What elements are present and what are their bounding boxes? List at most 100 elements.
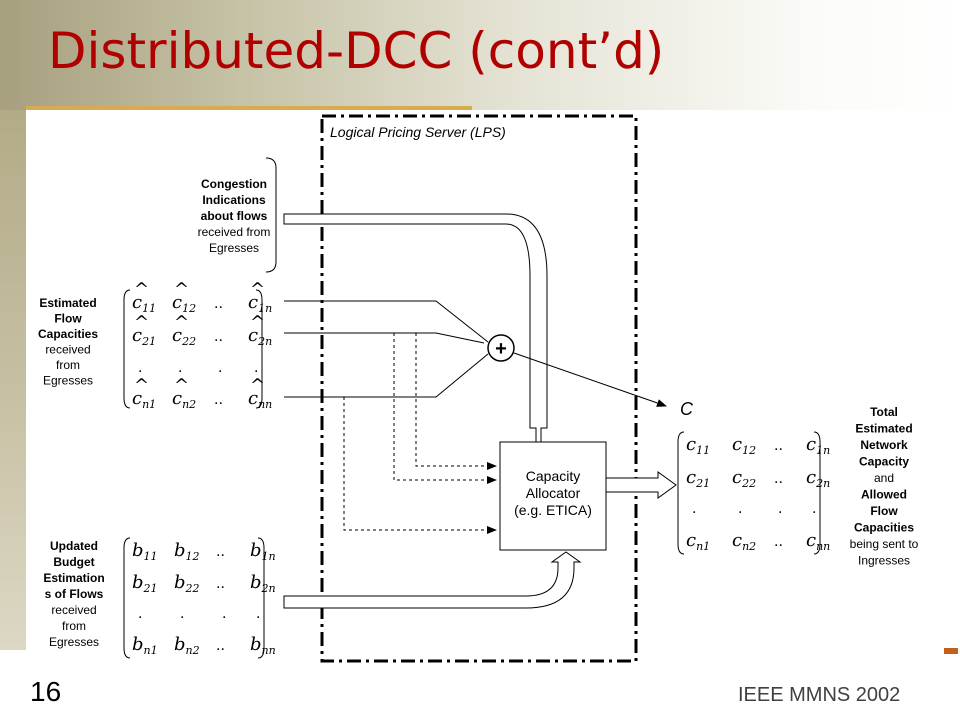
output-symbol: C bbox=[680, 399, 694, 419]
matrix-entry: c11 bbox=[132, 292, 156, 315]
matrix-right-bracket bbox=[257, 537, 265, 659]
matrix-entry: c22 bbox=[732, 467, 756, 490]
hat-accent: ^ bbox=[250, 279, 265, 300]
allocator-text-line: (e.g. ETICA) bbox=[514, 502, 592, 518]
capacity-label-line: from bbox=[56, 358, 80, 372]
capacity-label-line: Estimated bbox=[39, 296, 96, 310]
allocator-text-line: Allocator bbox=[526, 485, 581, 501]
matrix-entry: c12 bbox=[172, 292, 196, 315]
capacity-label-line: Egresses bbox=[43, 374, 93, 388]
dashed-arrow-2 bbox=[393, 333, 497, 484]
matrix-dot: . bbox=[180, 606, 184, 622]
budget-label-line: Egresses bbox=[49, 635, 99, 649]
output-label-line: Total bbox=[870, 405, 898, 419]
matrix-entry: c11 bbox=[686, 434, 710, 457]
matrix-dot: . bbox=[218, 360, 222, 376]
matrix-entry: cn1 bbox=[132, 388, 156, 411]
budget-label-line: Estimation bbox=[43, 571, 104, 585]
matrix-ellipsis: .. bbox=[214, 392, 223, 408]
matrix-ellipsis: .. bbox=[214, 296, 223, 312]
footer-conference: IEEE MMNS 2002 bbox=[738, 684, 901, 706]
budget-label-line: from bbox=[62, 619, 86, 633]
matrix-entry: bnn bbox=[250, 634, 276, 657]
hat-accent: ^ bbox=[250, 375, 265, 396]
row3-line bbox=[284, 353, 489, 398]
matrix-dot: . bbox=[738, 501, 742, 517]
corner-accent-mark bbox=[944, 648, 958, 654]
matrix-ellipsis: .. bbox=[216, 544, 225, 560]
slide-number: 16 bbox=[30, 676, 62, 707]
matrix-right-bracket bbox=[813, 431, 821, 555]
budget-label-line: received bbox=[51, 603, 96, 617]
lps-boundary bbox=[320, 114, 638, 663]
matrix-ellipsis: .. bbox=[214, 329, 223, 345]
output-label-line: Flow bbox=[870, 504, 898, 518]
budget-flow-arrow bbox=[283, 551, 582, 609]
matrix-ellipsis: .. bbox=[774, 534, 783, 550]
slide-title: Distributed-DCC (cont’d) bbox=[48, 22, 665, 80]
lps-label: Logical Pricing Server (LPS) bbox=[330, 124, 506, 140]
output-label-line: and bbox=[874, 471, 894, 485]
matrix-ellipsis: .. bbox=[216, 576, 225, 592]
dashed-arrow-3 bbox=[343, 397, 497, 534]
hat-accent: ^ bbox=[174, 375, 189, 396]
congestion-label-line: Egresses bbox=[209, 241, 259, 255]
hat-accent: ^ bbox=[174, 312, 189, 333]
matrix-entry: cn1 bbox=[686, 530, 710, 553]
matrix-left-bracket bbox=[677, 431, 685, 555]
estimated-capacity-matrix: c11^c12^c1n^..c21^c22^c2n^..cn1^cn2^cnn^… bbox=[123, 279, 272, 411]
hat-accent: ^ bbox=[174, 279, 189, 300]
matrix-entry: c21 bbox=[132, 325, 156, 348]
matrix-entry: cn2 bbox=[172, 388, 196, 411]
hat-accent: ^ bbox=[134, 312, 149, 333]
matrix-entry: b11 bbox=[132, 540, 158, 563]
matrix-entry: b21 bbox=[132, 572, 158, 595]
allocator-text-line: Capacity bbox=[526, 468, 580, 484]
allocator-output-arrow bbox=[605, 471, 677, 499]
capacity-allocator-box bbox=[499, 441, 607, 551]
matrix-left-bracket bbox=[123, 289, 131, 409]
matrix-entry: bn2 bbox=[174, 634, 200, 657]
matrix-dot: . bbox=[692, 501, 696, 517]
congestion-label-line: Congestion bbox=[201, 177, 267, 191]
matrix-right-bracket bbox=[255, 289, 263, 409]
hat-accent: ^ bbox=[134, 375, 149, 396]
output-label-line: Capacities bbox=[854, 521, 914, 535]
budget-label-line: Updated bbox=[50, 539, 98, 553]
row2-line bbox=[284, 332, 485, 344]
adder-symbol: + bbox=[495, 338, 507, 360]
adder-circle bbox=[487, 334, 515, 362]
matrix-ellipsis: .. bbox=[774, 471, 783, 487]
matrix-dot: . bbox=[138, 360, 142, 376]
matrix-entry: c22 bbox=[172, 325, 196, 348]
capacity-label-line: Capacities bbox=[38, 327, 98, 341]
matrix-dot: . bbox=[778, 501, 782, 517]
matrix-entry: c2n bbox=[248, 325, 272, 348]
congestion-brace bbox=[265, 157, 277, 273]
estimated-capacities-label: EstimatedFlowCapacitiesreceivedfromEgres… bbox=[38, 296, 98, 388]
matrix-entry: b12 bbox=[174, 540, 200, 563]
matrix-dot: . bbox=[254, 360, 258, 376]
congestion-label-line: Indications bbox=[202, 193, 266, 207]
row1-line bbox=[284, 300, 489, 343]
hat-accent: ^ bbox=[134, 279, 149, 300]
matrix-dot: . bbox=[178, 360, 182, 376]
matrix-entry: c1n bbox=[248, 292, 272, 315]
congestion-label-line: received from bbox=[198, 225, 271, 239]
matrix-dot: . bbox=[222, 606, 226, 622]
matrix-entry: bn1 bbox=[132, 634, 158, 657]
budget-label-line: s of Flows bbox=[45, 587, 104, 601]
matrix-entry: cnn bbox=[806, 530, 830, 553]
matrix-entry: c12 bbox=[732, 434, 756, 457]
output-label-line: Allowed bbox=[861, 488, 907, 502]
left-decorative-strip bbox=[0, 110, 26, 650]
matrix-entry: b2n bbox=[250, 572, 276, 595]
matrix-entry: cn2 bbox=[732, 530, 756, 553]
matrix-entry: b1n bbox=[250, 540, 276, 563]
